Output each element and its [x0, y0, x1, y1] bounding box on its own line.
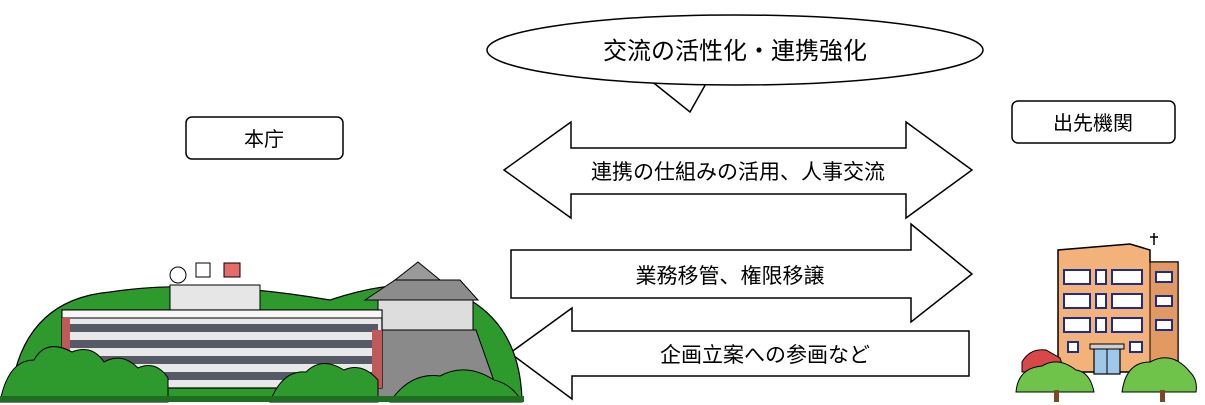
- prefectural-office-illustration: [0, 261, 524, 403]
- left-arrow-text: 企画立案への参画など: [660, 343, 870, 367]
- demesaki-label-box: 出先機関: [1011, 100, 1176, 144]
- branch-office-illustration: [1015, 233, 1197, 402]
- honcho-label-box: 本庁: [185, 116, 344, 160]
- bidirectional-arrow-text: 連携の仕組みの活用、人事交流: [591, 160, 885, 184]
- demesaki-label: 出先機関: [1053, 111, 1133, 135]
- bidirectional-arrow: 連携の仕組みの活用、人事交流: [502, 120, 974, 220]
- right-arrow-text: 業務移管、権限移譲: [636, 264, 825, 288]
- speech-bubble: 交流の活性化・連携強化: [486, 14, 984, 114]
- left-arrow: 企画立案への参画など: [508, 306, 970, 401]
- speech-bubble-text: 交流の活性化・連携強化: [603, 37, 867, 65]
- honcho-label: 本庁: [244, 127, 284, 151]
- right-arrow: 業務移管、権限移譲: [510, 222, 974, 324]
